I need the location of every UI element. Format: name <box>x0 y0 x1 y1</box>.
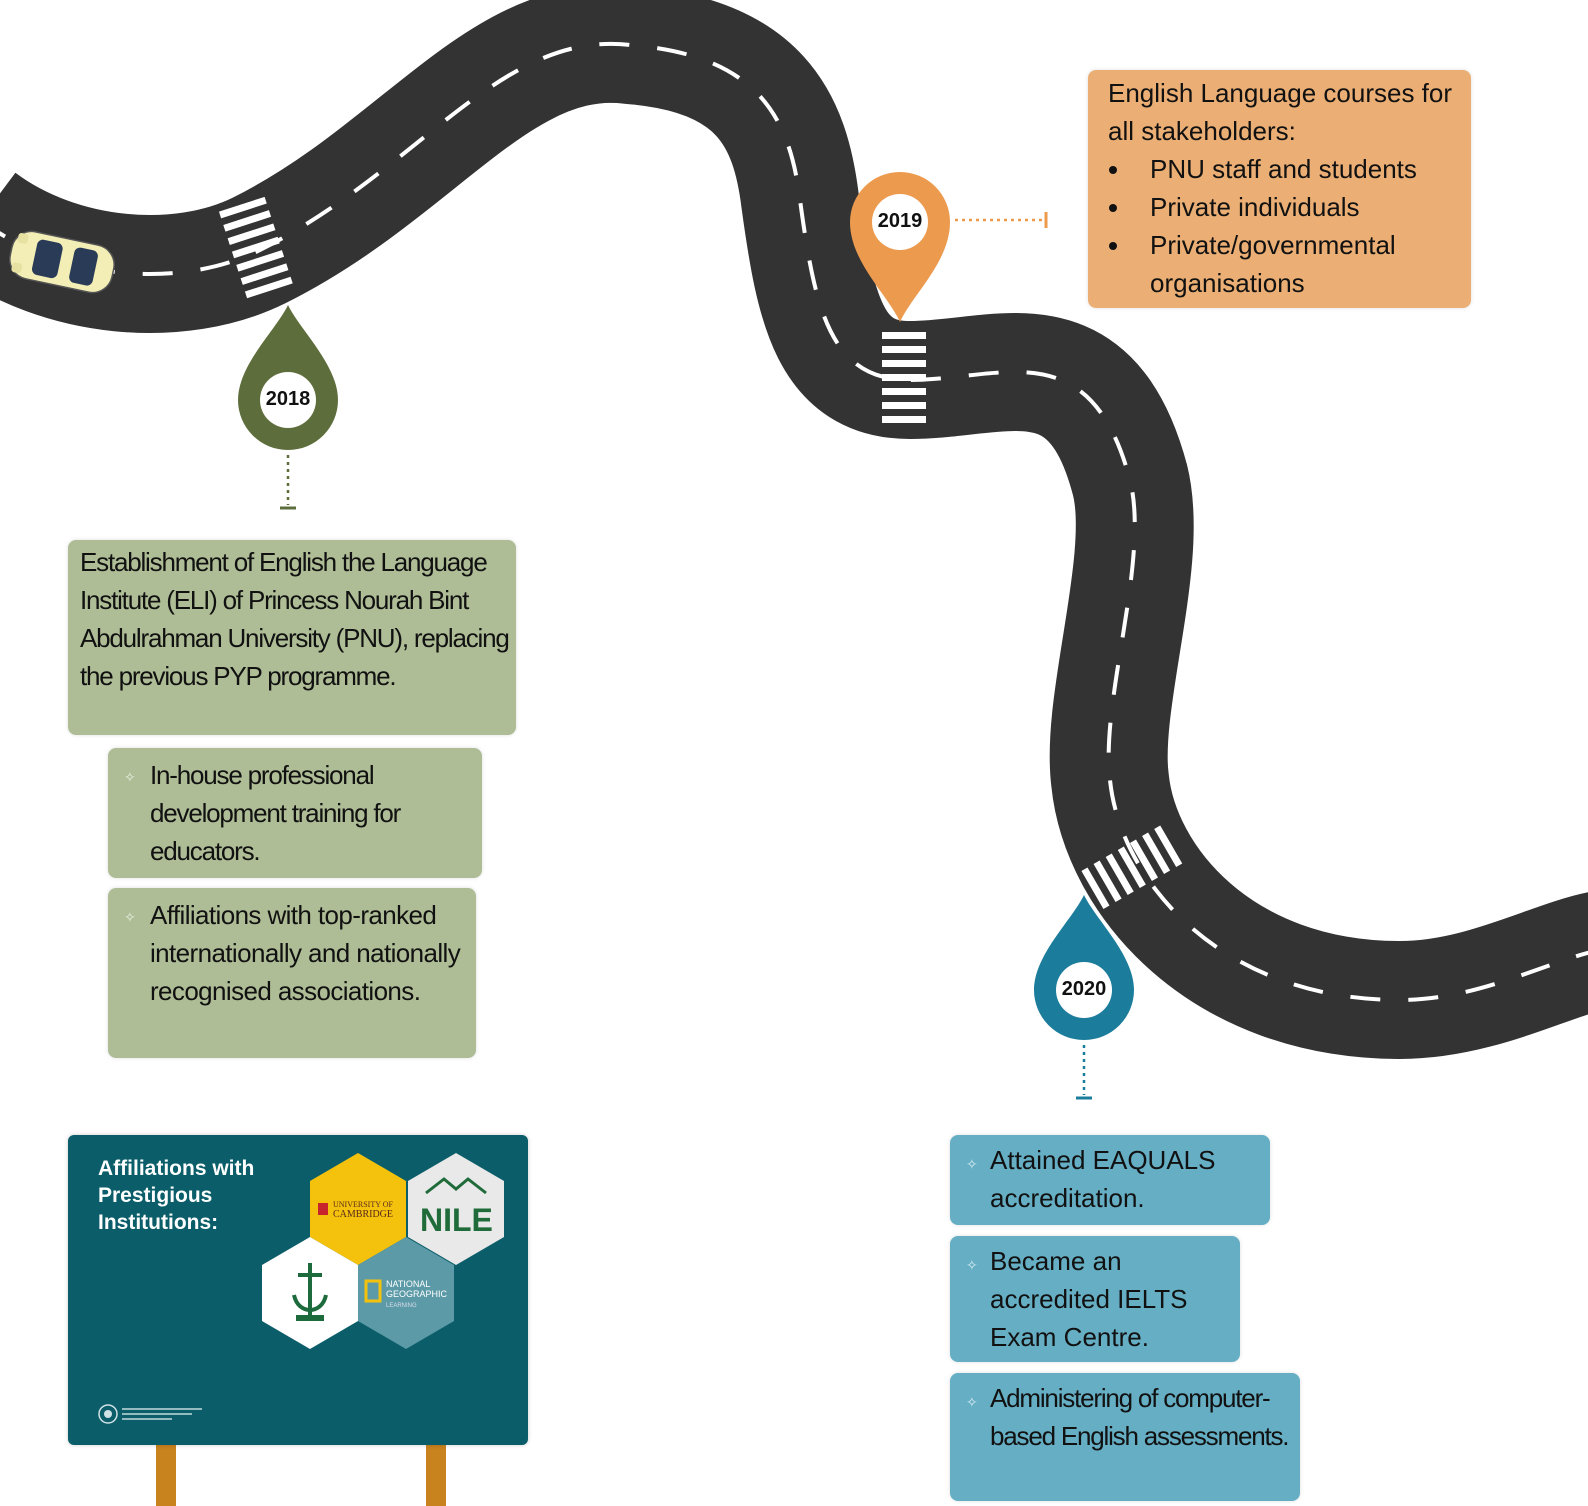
billboard-post-left <box>156 1443 176 1506</box>
sparkle-icon: ✧ <box>966 1156 978 1172</box>
milestone-2020-text: Administering of computer-based English … <box>990 1383 1290 1451</box>
cambridge-logo: UNIVERSITY OF CAMBRIDGE <box>310 1153 406 1265</box>
national-geographic-logo: NATIONAL GEOGRAPHIC LEARNING <box>358 1237 454 1349</box>
footer-logo-icon <box>98 1404 202 1424</box>
sparkle-icon: ✧ <box>966 1394 978 1410</box>
milestone-2019-box: English Language courses for all stakeho… <box>1088 70 1471 308</box>
milestone-2018-sub-item-2: ✧ Affiliations with top-ranked internati… <box>108 888 476 1058</box>
natgeo-text-top: NATIONAL <box>386 1279 430 1289</box>
milestone-2020-item-2: ✧ Became an accredited IELTS Exam Centre… <box>950 1236 1240 1362</box>
affiliation-logos: UNIVERSITY OF CAMBRIDGE NILE NATIONAL GE… <box>262 1153 504 1349</box>
road-center-line <box>0 41 1588 1003</box>
year-2019: 2019 <box>877 210 923 232</box>
crosswalk-3 <box>1081 825 1183 910</box>
year-2020: 2020 <box>1061 978 1107 1000</box>
affiliations-billboard: Affiliations with Prestigious Institutio… <box>68 1135 528 1445</box>
natgeo-text-mid: GEOGRAPHIC <box>386 1289 448 1299</box>
sub-item-text: Affiliations with top-ranked internation… <box>150 900 461 1006</box>
pin-2019-icon <box>850 172 1048 322</box>
milestone-2020-item-3: ✧ Administering of computer-based Englis… <box>950 1373 1300 1501</box>
natgeo-text-bottom: LEARNING <box>386 1303 417 1309</box>
crosswalk-2 <box>882 332 926 423</box>
milestone-2020-text: Attained EAQUALS accreditation. <box>990 1145 1216 1213</box>
milestone-2018-sub-item-1: ✧ In-house professional development trai… <box>108 748 482 878</box>
sparkle-icon: ✧ <box>124 909 136 925</box>
cambridge-text-top: UNIVERSITY OF <box>333 1200 393 1209</box>
milestone-2020-item-1: ✧ Attained EAQUALS accreditation. <box>950 1135 1270 1225</box>
pin-2018-icon <box>238 305 338 510</box>
pnu-logo <box>262 1237 358 1349</box>
car-icon <box>9 230 115 294</box>
billboard-post-right <box>426 1443 446 1506</box>
sparkle-icon: ✧ <box>124 769 136 785</box>
cambridge-text-bottom: CAMBRIDGE <box>333 1209 393 1220</box>
sub-item-text: In-house professional development traini… <box>150 760 401 866</box>
sparkle-icon: ✧ <box>966 1257 978 1273</box>
billboard-title: Affiliations with Prestigious Institutio… <box>98 1157 255 1234</box>
nile-text: NILE <box>420 1202 493 1238</box>
milestone-2018-main-box: Establishment of English the Language In… <box>68 540 516 735</box>
nile-logo: NILE <box>408 1153 504 1265</box>
milestone-2019-intro: English Language courses for all stakeho… <box>1108 78 1453 146</box>
year-2018: 2018 <box>265 388 311 410</box>
milestone-2020-text: Became an accredited IELTS Exam Centre. <box>990 1246 1188 1352</box>
list-item: Private/governmental organisations <box>1132 226 1502 302</box>
crosswalk-1 <box>218 196 293 299</box>
list-item: Private individuals <box>1132 188 1502 226</box>
list-item: PNU staff and students <box>1132 150 1502 188</box>
milestone-2018-main-text: Establishment of English the Language In… <box>80 547 510 691</box>
milestone-2019-list: PNU staff and students Private individua… <box>1088 150 1502 302</box>
pin-2020-icon <box>1034 895 1134 1100</box>
